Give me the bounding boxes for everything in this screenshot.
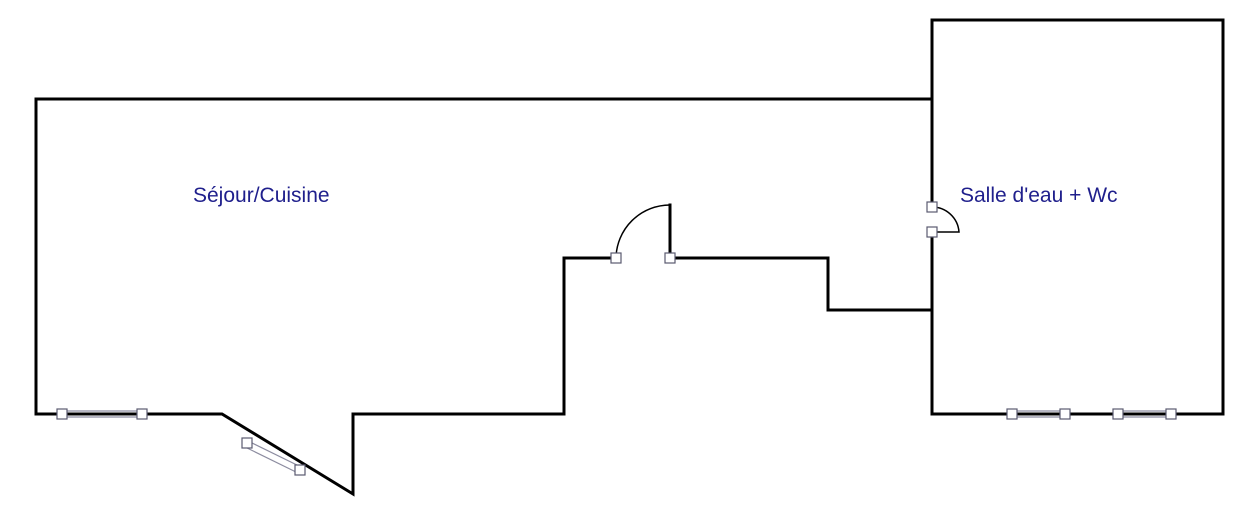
window-handle[interactable]	[1059, 408, 1071, 420]
wall-sejour-right	[668, 256, 934, 312]
room-label-salle-d-eau-wc: Salle d'eau + Wc	[960, 184, 1118, 207]
window-sejour-diagonal[interactable]	[241, 437, 306, 476]
window-bathroom-right[interactable]	[1112, 408, 1177, 420]
door-handle-sejour-left[interactable]	[610, 252, 622, 264]
room-label-sejour-cuisine: Séjour/Cuisine	[193, 184, 330, 207]
wall-sejour-outline	[34, 97, 934, 497]
window-handle[interactable]	[1112, 408, 1124, 420]
window-sejour-left[interactable]	[56, 408, 148, 420]
window-handle[interactable]	[1165, 408, 1177, 420]
window-handle[interactable]	[241, 437, 253, 449]
door-handle-sejour-right[interactable]	[664, 252, 676, 264]
door-swing-sejour	[615, 204, 671, 259]
window-handle[interactable]	[1006, 408, 1018, 420]
door-handle-bathroom-bottom[interactable]	[926, 226, 938, 238]
window-handle[interactable]	[136, 408, 148, 420]
window-handle[interactable]	[294, 464, 306, 476]
wall-bathroom-outline	[930, 18, 1225, 416]
window-bathroom-left[interactable]	[1006, 408, 1071, 420]
door-handle-bathroom-top[interactable]	[926, 201, 938, 213]
window-handle[interactable]	[56, 408, 68, 420]
